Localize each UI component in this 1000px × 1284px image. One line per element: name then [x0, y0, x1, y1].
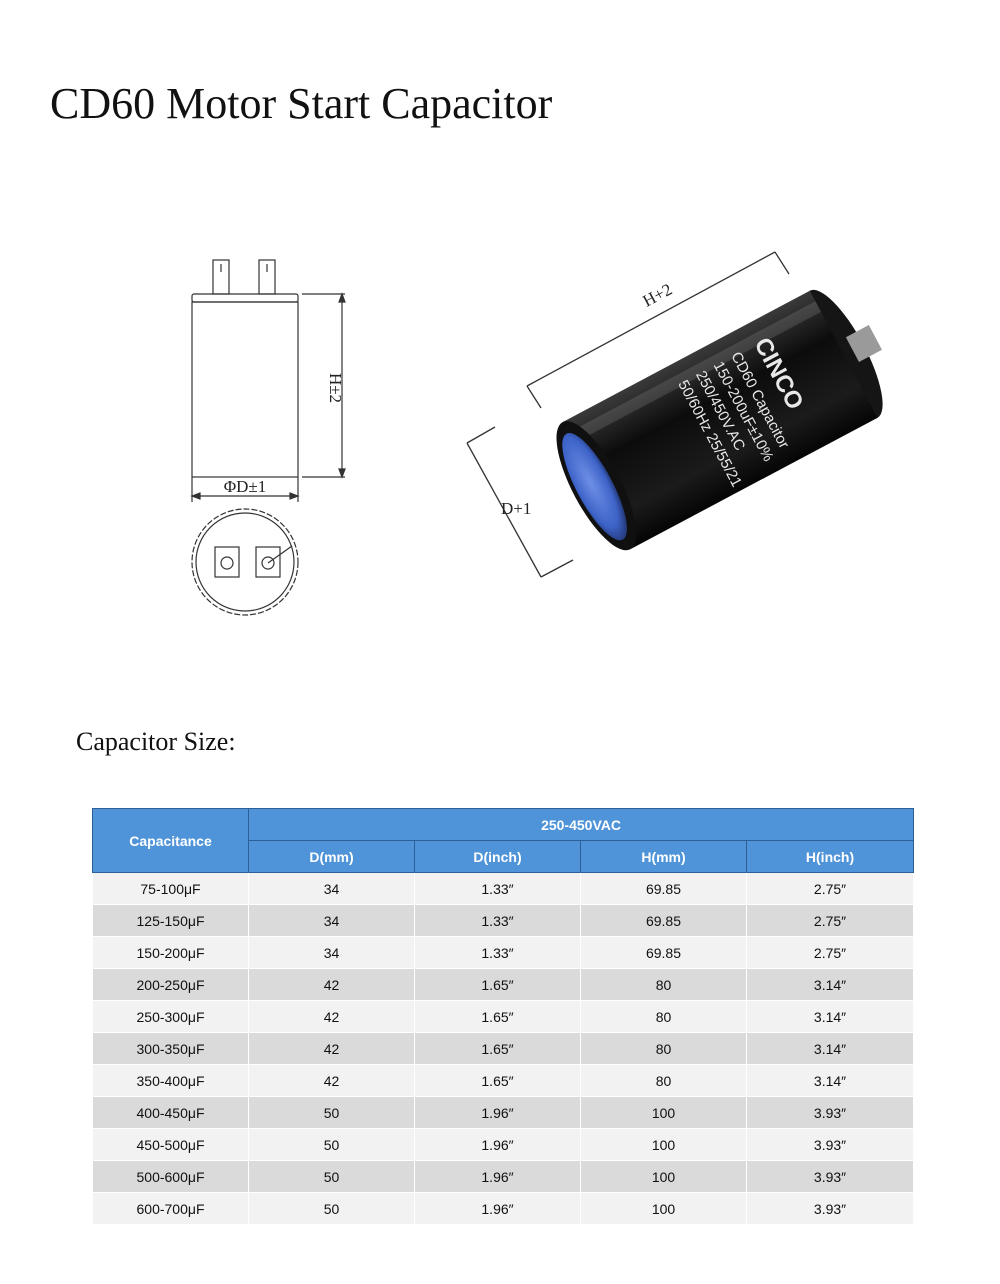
- table-cell: 150-200μF: [92, 936, 249, 969]
- header-col: H(inch): [745, 840, 915, 873]
- table-cell: 1.65″: [414, 1000, 581, 1033]
- table-cell: 100: [580, 1128, 747, 1161]
- page-title: CD60 Motor Start Capacitor: [50, 79, 553, 128]
- table-cell: 1.65″: [414, 968, 581, 1001]
- table-cell: 350-400μF: [92, 1064, 249, 1097]
- table-cell: 100: [580, 1192, 747, 1225]
- table-cell: 1.65″: [414, 1032, 581, 1065]
- table-cell: 3.93″: [745, 1128, 915, 1161]
- capacitor-product-photo: H+2 D+1 CINCO CD60 Capacitor 150-200uF±1…: [466, 251, 883, 578]
- table-cell: 100: [580, 1096, 747, 1129]
- table-cell: 42: [248, 968, 415, 1001]
- capacitor-body-outline: [191, 301, 299, 478]
- table-cell: 1.65″: [414, 1064, 581, 1097]
- table-cell: 50: [248, 1096, 415, 1129]
- diameter-dimension-label: ΦD±1: [224, 477, 267, 496]
- table-group-header-row: Capacitance 250-450VAC: [92, 808, 915, 873]
- header-voltage-group: 250-450VAC: [247, 808, 915, 841]
- table-cell: 75-100μF: [92, 872, 249, 905]
- photo-capacitor-cap: [562, 433, 627, 541]
- table-cell: 42: [248, 1064, 415, 1097]
- table-cell: 200-250μF: [92, 968, 249, 1001]
- table-cell: 50: [248, 1128, 415, 1161]
- table-cell: 3.14″: [745, 1000, 915, 1033]
- table-cell: 69.85: [580, 904, 747, 937]
- table-cell: 2.75″: [745, 872, 915, 905]
- table-cell: 3.93″: [745, 1096, 915, 1129]
- header-col: D(inch): [414, 840, 581, 873]
- header-col: H(mm): [580, 840, 747, 873]
- top-view-outline: [191, 508, 299, 616]
- photo-capacitor-body: [562, 290, 878, 550]
- table-cell: 300-350μF: [92, 1032, 249, 1065]
- header-col: D(mm): [248, 840, 415, 873]
- table-cell: 80: [580, 1000, 747, 1033]
- table-column-header-row: D(mm) D(inch) H(mm) H(inch): [93, 840, 915, 873]
- table-cell: 3.14″: [745, 1032, 915, 1065]
- table-cell: 50: [248, 1160, 415, 1193]
- table-cell: 3.93″: [745, 1160, 915, 1193]
- table-cell: 42: [248, 1032, 415, 1065]
- table-cell: 1.33″: [414, 936, 581, 969]
- height-dimension-label: H±2: [326, 373, 345, 403]
- table-cell: 34: [248, 904, 415, 937]
- table-cell: 1.33″: [414, 904, 581, 937]
- table-cell: 500-600μF: [92, 1160, 249, 1193]
- table-cell: 1.33″: [414, 872, 581, 905]
- table-cell: 69.85: [580, 936, 747, 969]
- capacitor-size-table: Capacitance 250-450VAC D(mm) D(inch) H(m…: [92, 808, 915, 1225]
- table-cell: 42: [248, 1000, 415, 1033]
- table-cell: 80: [580, 1064, 747, 1097]
- table-cell: 3.14″: [745, 968, 915, 1001]
- table-cell: 3.14″: [745, 1064, 915, 1097]
- section-heading: Capacitor Size:: [76, 727, 236, 756]
- header-capacitance: Capacitance: [92, 808, 249, 873]
- table-cell: 3.93″: [745, 1192, 915, 1225]
- table-cell: 1.96″: [414, 1096, 581, 1129]
- table-cell: 34: [248, 872, 415, 905]
- table-cell: 2.75″: [745, 936, 915, 969]
- table-cell: 250-300μF: [92, 1000, 249, 1033]
- table-cell: 400-450μF: [92, 1096, 249, 1129]
- table-cell: 1.96″: [414, 1160, 581, 1193]
- capacitor-dimension-drawing: H±2 ΦD±1: [190, 259, 346, 616]
- table-cell: 450-500μF: [92, 1128, 249, 1161]
- table-cell: 100: [580, 1160, 747, 1193]
- table-cell: 34: [248, 936, 415, 969]
- photo-diameter-label: D+1: [501, 499, 531, 518]
- table-cell: 80: [580, 968, 747, 1001]
- table-cell: 80: [580, 1032, 747, 1065]
- table-cell: 50: [248, 1192, 415, 1225]
- table-cell: 69.85: [580, 872, 747, 905]
- table-cell: 1.96″: [414, 1192, 581, 1225]
- terminal-lug: [845, 325, 882, 362]
- table-cell: 600-700μF: [92, 1192, 249, 1225]
- photo-height-label: H+2: [640, 280, 676, 311]
- table-cell: 125-150μF: [92, 904, 249, 937]
- table-cell: 1.96″: [414, 1128, 581, 1161]
- table-cell: 2.75″: [745, 904, 915, 937]
